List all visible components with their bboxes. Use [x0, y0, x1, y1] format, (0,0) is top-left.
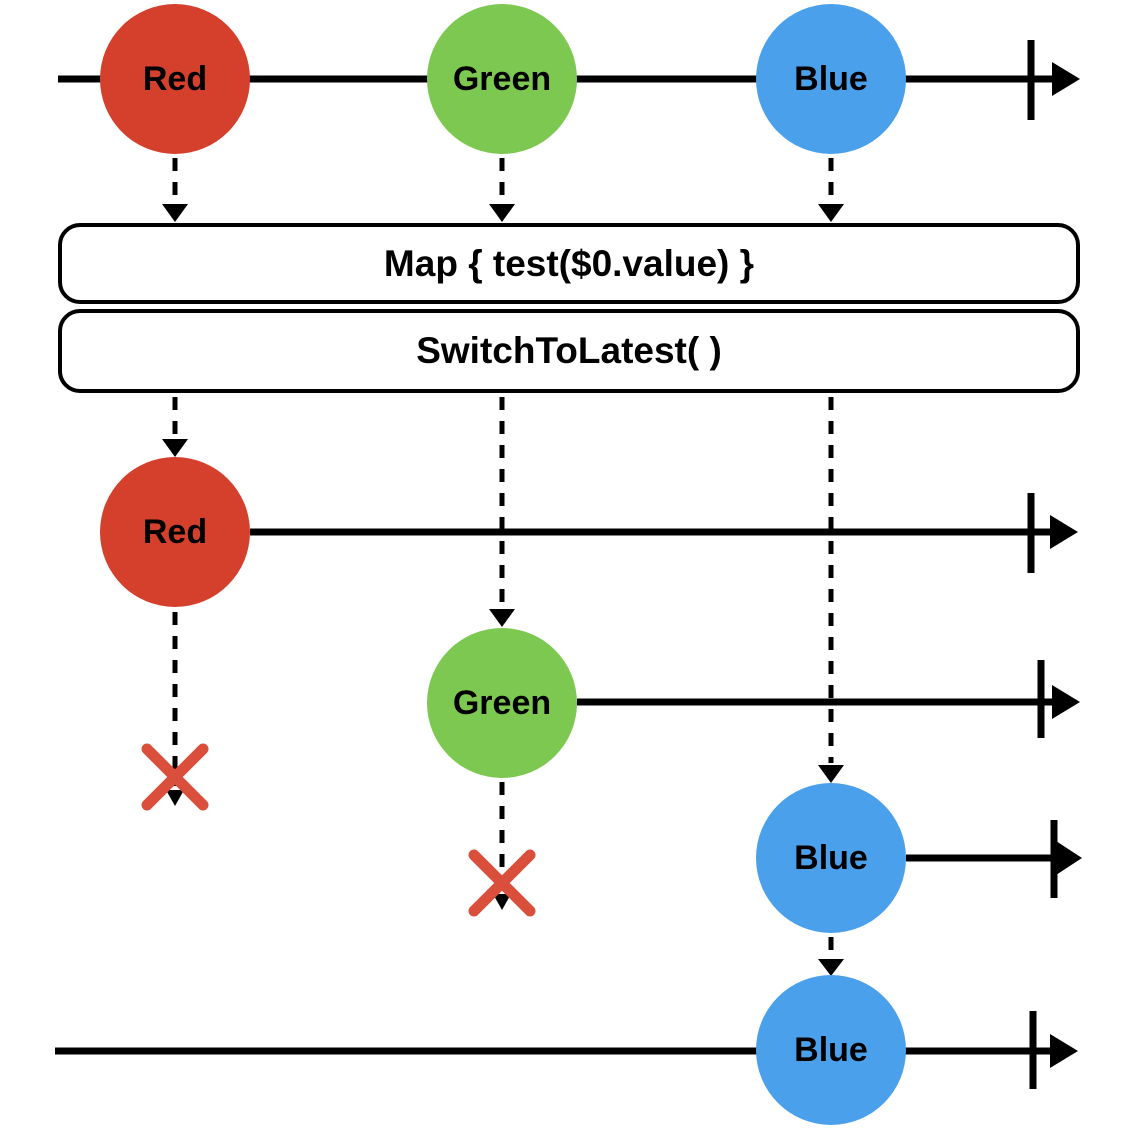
timeline-inner-green	[468, 660, 1080, 917]
cancel-x-green-stroke-2	[468, 849, 536, 917]
marble-inner-green-label: Green	[452, 683, 552, 722]
marble-input-red: Red	[100, 4, 250, 154]
operator-switchtolatest-label: SwitchToLatest( )	[416, 330, 722, 371]
arrowhead-red-cancel-icon	[166, 790, 184, 806]
arrowhead-blue-to-output-icon	[818, 959, 844, 976]
marble-input-red-label: Red	[142, 59, 208, 98]
arrowhead-red-to-map-icon	[162, 204, 188, 222]
arrowhead-switch-to-green-icon	[489, 609, 515, 627]
marble-input-blue: Blue	[756, 4, 906, 154]
timeline-inner-red	[141, 493, 1078, 811]
marble-input-green: Green	[427, 4, 577, 154]
timeline-inner-red-arrowhead-icon	[1050, 515, 1078, 549]
arrowhead-switch-to-red-icon	[162, 439, 188, 457]
operator-box-switchtolatest: SwitchToLatest( )	[58, 309, 1080, 393]
timeline-output	[55, 1011, 1078, 1089]
arrowhead-switch-to-blue-icon	[818, 765, 844, 783]
timeline-inner-blue	[818, 820, 1082, 976]
dashed-arrows-out-of-switch	[162, 397, 844, 783]
marble-inner-blue: Blue	[756, 783, 906, 933]
marble-inner-red-label: Red	[142, 512, 208, 551]
marble-output-blue: Blue	[756, 975, 906, 1125]
marble-inner-green: Green	[427, 628, 577, 778]
operator-box-map: Map { test($0.value) }	[58, 223, 1080, 304]
marble-input-blue-label: Blue	[794, 59, 868, 98]
dashed-arrows-into-map	[162, 158, 844, 222]
cancel-x-red-icon	[141, 743, 209, 811]
timeline-inner-blue-arrowhead-icon	[1056, 841, 1082, 875]
marble-output-blue-label: Blue	[794, 1030, 868, 1069]
marble-inner-blue-label: Blue	[794, 838, 868, 877]
timeline-input-arrowhead-icon	[1052, 62, 1080, 96]
arrowhead-blue-to-map-icon	[818, 204, 844, 222]
cancel-x-red-stroke-2	[141, 743, 209, 811]
arrowhead-green-cancel-icon	[493, 894, 511, 910]
arrowhead-green-to-map-icon	[489, 204, 515, 222]
marble-inner-red: Red	[100, 457, 250, 607]
operator-map-label: Map { test($0.value) }	[383, 242, 755, 284]
marble-input-green-label: Green	[452, 59, 552, 98]
cancel-x-green-icon	[468, 849, 536, 917]
timeline-output-arrowhead-icon	[1050, 1034, 1078, 1068]
timeline-inner-green-arrowhead-icon	[1052, 685, 1080, 719]
